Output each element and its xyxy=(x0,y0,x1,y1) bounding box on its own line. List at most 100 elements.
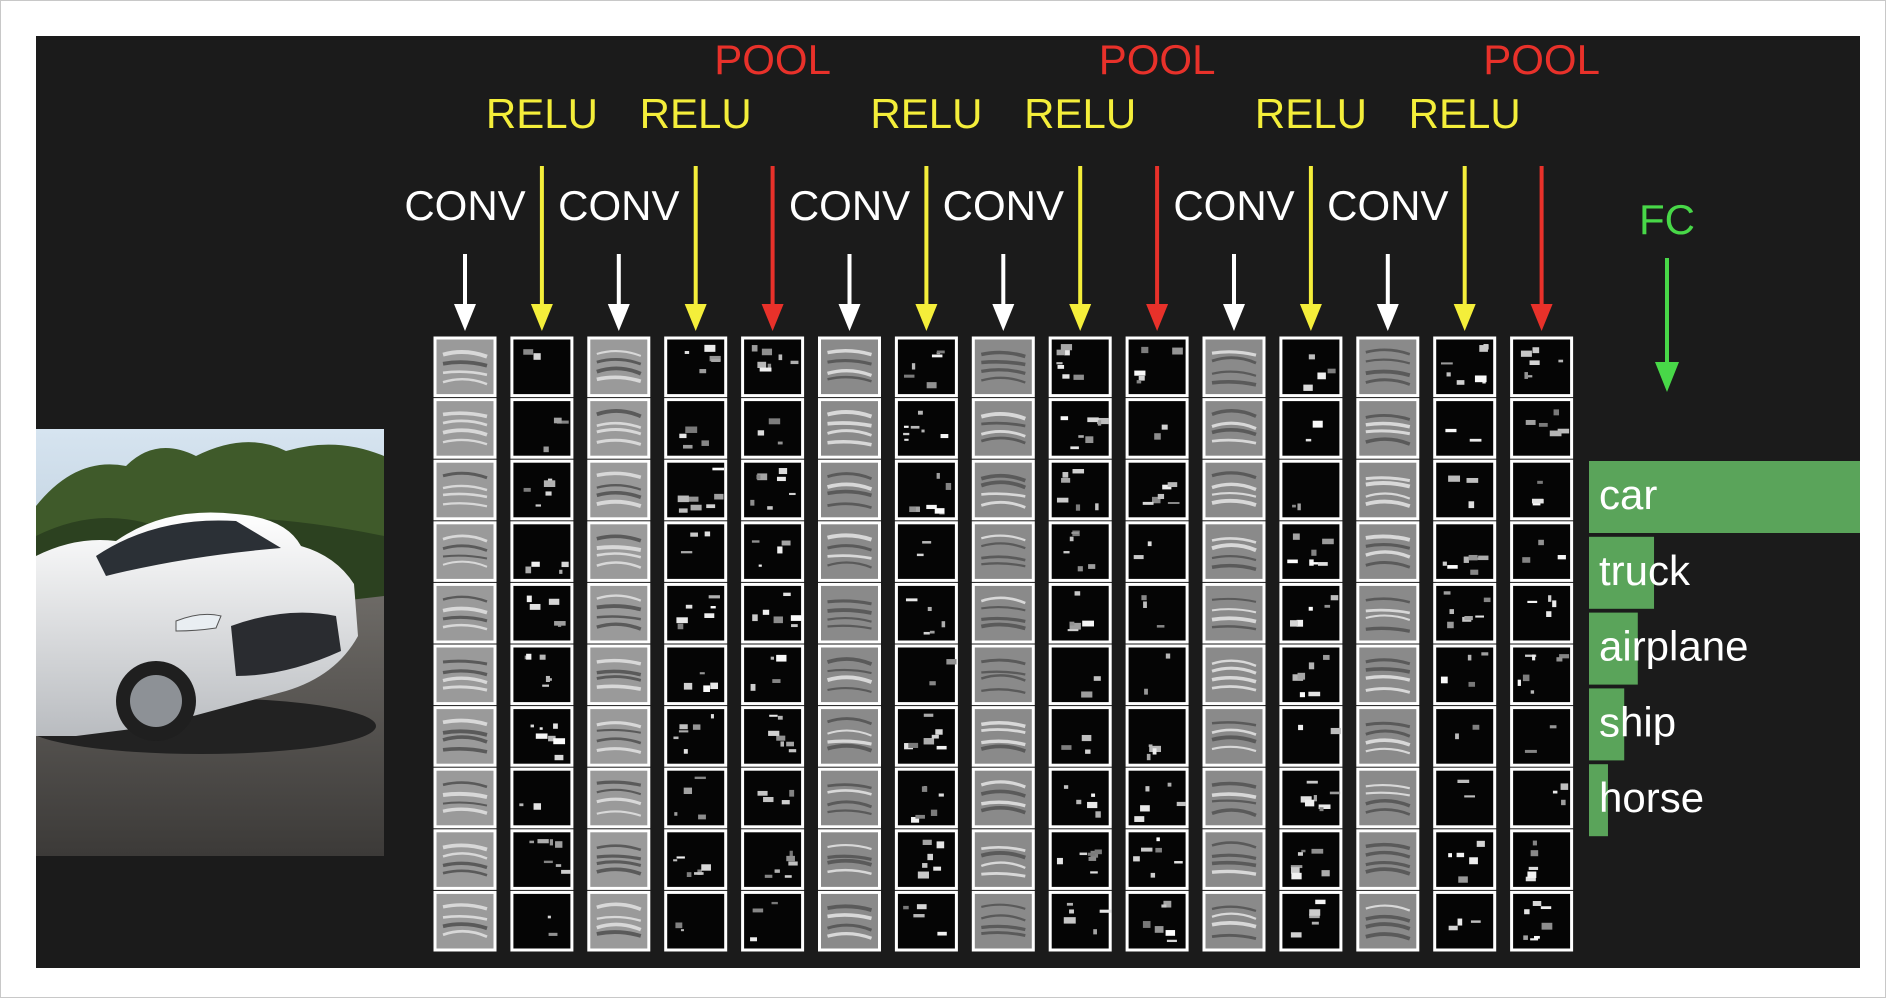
activation-map xyxy=(1125,767,1189,829)
activation-map xyxy=(433,336,497,398)
activation-map xyxy=(1510,459,1574,521)
fc-label: FC xyxy=(1639,196,1695,243)
activation-map xyxy=(1433,644,1497,706)
activation-map xyxy=(1202,459,1266,521)
activation-map xyxy=(1202,336,1266,398)
activation-map xyxy=(1510,398,1574,459)
prediction-label: ship xyxy=(1599,698,1676,745)
layer-label-relu: RELU xyxy=(1409,90,1521,137)
layer-label-conv: CONV xyxy=(558,182,679,229)
activation-map xyxy=(1433,767,1497,829)
activation-map xyxy=(971,644,1035,706)
layer-label-conv: CONV xyxy=(789,182,910,229)
activation-map xyxy=(1279,706,1343,767)
activation-map xyxy=(664,829,728,890)
activation-map xyxy=(1356,829,1420,890)
prediction-bar xyxy=(1589,612,1638,685)
activation-map xyxy=(510,398,574,459)
layer-label-conv: CONV xyxy=(1173,182,1294,229)
activation-column xyxy=(510,336,574,952)
activation-map xyxy=(1202,829,1266,890)
activation-map xyxy=(510,459,574,521)
activation-map xyxy=(1048,767,1112,829)
activation-map xyxy=(664,706,728,767)
activation-map xyxy=(510,521,574,582)
activation-map xyxy=(510,582,574,644)
activation-map xyxy=(1510,706,1574,767)
layer-label-pool: POOL xyxy=(714,36,831,83)
layer-label-conv: CONV xyxy=(404,182,525,229)
activation-map xyxy=(1202,644,1266,706)
prediction-label: car xyxy=(1599,471,1657,518)
activation-map xyxy=(971,706,1035,767)
activation-map xyxy=(818,459,881,521)
activation-map xyxy=(433,582,497,644)
layer-arrow xyxy=(1530,166,1553,331)
activation-map xyxy=(971,582,1035,644)
activation-map xyxy=(1125,644,1189,706)
activation-column xyxy=(1279,336,1343,952)
activation-map xyxy=(741,459,805,521)
activation-map xyxy=(1356,582,1420,644)
prediction-label: airplane xyxy=(1599,623,1748,670)
input-car-photo xyxy=(36,429,384,856)
activation-map xyxy=(1125,890,1189,952)
activation-map xyxy=(1433,459,1497,521)
activation-map xyxy=(1048,890,1112,952)
activation-map xyxy=(818,521,881,582)
layer-label-conv: CONV xyxy=(1327,182,1448,229)
activation-map xyxy=(741,829,805,890)
activation-map xyxy=(894,582,958,644)
activation-map xyxy=(818,582,881,644)
activation-map xyxy=(1202,521,1266,582)
layer-arrow xyxy=(1069,166,1092,331)
activation-map xyxy=(894,336,958,398)
layer-label-relu: RELU xyxy=(1024,90,1136,137)
activation-map xyxy=(1356,890,1420,952)
activation-map xyxy=(510,644,574,706)
prediction-bar xyxy=(1589,536,1655,609)
activation-map xyxy=(894,398,958,459)
activation-map xyxy=(664,890,728,952)
layer-label-relu: RELU xyxy=(1255,90,1367,137)
activation-map xyxy=(894,829,958,890)
fc-arrow xyxy=(1655,258,1679,392)
activation-map xyxy=(1202,767,1266,829)
activation-map xyxy=(1279,336,1343,398)
activation-map xyxy=(818,644,881,706)
activation-map xyxy=(1356,336,1420,398)
activation-map xyxy=(1048,706,1112,767)
activation-map xyxy=(1048,829,1112,890)
activation-map xyxy=(1048,398,1112,459)
layer-label-pool: POOL xyxy=(1483,36,1600,83)
activation-map xyxy=(510,706,574,767)
activation-map xyxy=(1279,521,1343,582)
activation-map xyxy=(818,336,881,398)
activation-column xyxy=(664,336,728,952)
convnet-diagram: CONVRELUCONVRELUPOOLCONVRELUCONVRELUPOOL… xyxy=(36,36,1860,952)
activation-map xyxy=(741,521,805,582)
activation-map xyxy=(664,521,728,582)
activation-map xyxy=(1125,398,1189,459)
activation-map xyxy=(1048,521,1112,582)
activation-map xyxy=(1125,706,1189,767)
activation-map xyxy=(510,336,574,398)
activation-map xyxy=(971,398,1035,459)
activation-column xyxy=(587,336,651,952)
activation-map xyxy=(587,644,651,706)
activation-map xyxy=(1510,582,1574,644)
prediction-bar xyxy=(1589,688,1625,761)
activation-map xyxy=(510,829,574,890)
activation-map xyxy=(1510,336,1574,398)
activation-map xyxy=(818,706,881,767)
activation-map xyxy=(1510,767,1574,829)
activation-map xyxy=(1125,829,1189,890)
layer-arrow xyxy=(1376,254,1399,331)
layer-label-conv: CONV xyxy=(943,182,1064,229)
activation-column xyxy=(433,336,497,952)
activation-map xyxy=(1048,336,1112,398)
layer-arrows xyxy=(454,166,1553,331)
layer-arrow xyxy=(1146,166,1169,331)
